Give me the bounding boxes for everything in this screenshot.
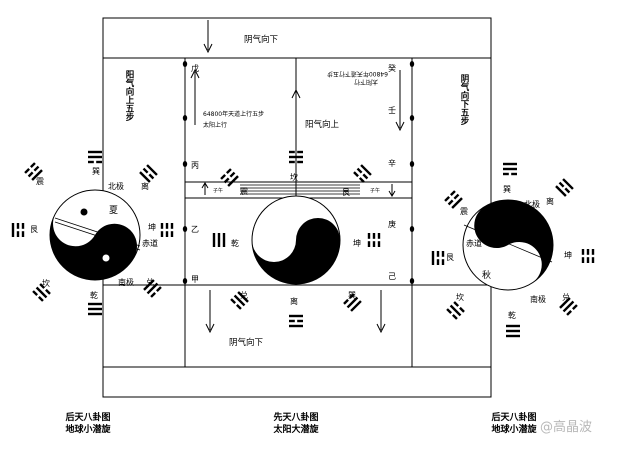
center-label-dui: 兑 — [240, 290, 248, 300]
arrows — [190, 20, 405, 334]
outer-frame — [102, 17, 492, 398]
label-yin-down-right: 阴气向下五步 — [459, 74, 469, 125]
caption-right: 后天八卦图 地球小潜旋 — [474, 412, 554, 436]
stem-wu: 戊 — [191, 63, 199, 73]
right-label-li: 离 — [546, 196, 554, 206]
center-label-zhen: 震 — [240, 187, 248, 196]
caption-left-title: 后天八卦图 — [65, 413, 111, 423]
right-label-gen: 艮 — [446, 253, 454, 262]
left-label-qian: 乾 — [90, 290, 98, 300]
right-label-dui: 兑 — [562, 292, 570, 302]
stem-xin: 辛 — [388, 158, 396, 168]
stem-bing: 丙 — [191, 161, 199, 170]
center-label-qian: 乾 — [231, 238, 239, 248]
right-ecliptic: 赤道 — [466, 238, 482, 248]
label-note-left: 64800年天道上行五步 — [203, 110, 264, 118]
left-label-gen: 艮 — [30, 225, 38, 234]
label-note-right: 64800年天道下行五步 — [327, 70, 388, 78]
right-label-xun: 巽 — [503, 185, 511, 194]
left-taiji: 夏 春 北极 南极 赤道 巽 离 坤 兑 乾 坎 艮 震 — [30, 167, 158, 300]
right-taiji: 冬 秋 北极 南极 赤道 巽 离 坤 兑 乾 坎 艮 震 — [446, 185, 572, 320]
label-yang-up-left: 阳气向上五步 — [124, 70, 134, 121]
right-south-pole: 南极 — [530, 294, 546, 304]
left-label-dui: 兑 — [146, 277, 154, 287]
left-south-pole: 南极 — [118, 277, 134, 287]
stem-ji: 己 — [388, 272, 396, 281]
left-label-kun: 坤 — [148, 222, 156, 232]
label-yin-down-top: 阴气向下 — [244, 34, 279, 45]
caption-right-title: 后天八卦图 — [491, 413, 537, 423]
left-summer: 夏 — [109, 205, 118, 216]
caption-center-title: 先天八卦图 — [273, 413, 319, 423]
watermark: @高晶波 — [540, 420, 593, 435]
stem-ren: 壬 — [388, 105, 396, 115]
center-label-gen: 艮 — [342, 188, 350, 197]
right-north-pole: 北极 — [524, 199, 540, 209]
center-label-kan: 坎 — [290, 172, 298, 182]
center-taiji: 坎 艮 坤 乾 离 震 兑 巽 — [231, 172, 361, 306]
right-label-kun: 坤 — [564, 250, 572, 260]
stem-jia: 甲 — [191, 275, 199, 284]
label-yang-up-center: 阳气向上 — [305, 119, 340, 130]
label-small-right: 子午 — [370, 187, 380, 194]
left-label-li: 离 — [141, 181, 149, 191]
left-label-kan: 坎 — [42, 278, 50, 288]
left-label-xun: 巽 — [92, 167, 100, 176]
caption-right-sub: 地球小潜旋 — [491, 425, 537, 435]
stem-geng: 庚 — [388, 219, 396, 229]
right-label-kan: 坎 — [456, 292, 464, 302]
center-label-kun: 坤 — [353, 238, 361, 248]
stem-yi: 乙 — [191, 225, 199, 234]
caption-left-sub: 地球小潜旋 — [65, 425, 111, 435]
caption-center: 先天八卦图 太阳大潜旋 — [254, 412, 338, 436]
label-note-left-2: 太阳上行 — [203, 121, 227, 129]
label-note-right-2: 太阳下行 — [354, 78, 378, 86]
stem-gui: 癸 — [388, 63, 396, 73]
left-north-pole: 北极 — [108, 181, 124, 191]
caption-center-sub: 太阳大潜旋 — [273, 425, 319, 435]
left-ecliptic: 赤道 — [142, 238, 158, 248]
ecliptic-lines — [240, 184, 360, 195]
right-label-zhen: 震 — [460, 207, 468, 216]
left-label-zhen: 震 — [36, 177, 44, 186]
right-winter: 冬 — [478, 220, 487, 232]
center-label-li: 离 — [290, 296, 298, 306]
left-spring: 春 — [117, 253, 126, 265]
label-yin-down-bottom: 阴气向下 — [229, 337, 264, 348]
stem-dots — [182, 61, 415, 284]
label-small-left: 子午 — [213, 187, 223, 194]
right-label-qian: 乾 — [508, 310, 516, 320]
caption-left: 后天八卦图 地球小潜旋 — [48, 412, 128, 436]
right-autumn: 秋 — [482, 269, 491, 281]
